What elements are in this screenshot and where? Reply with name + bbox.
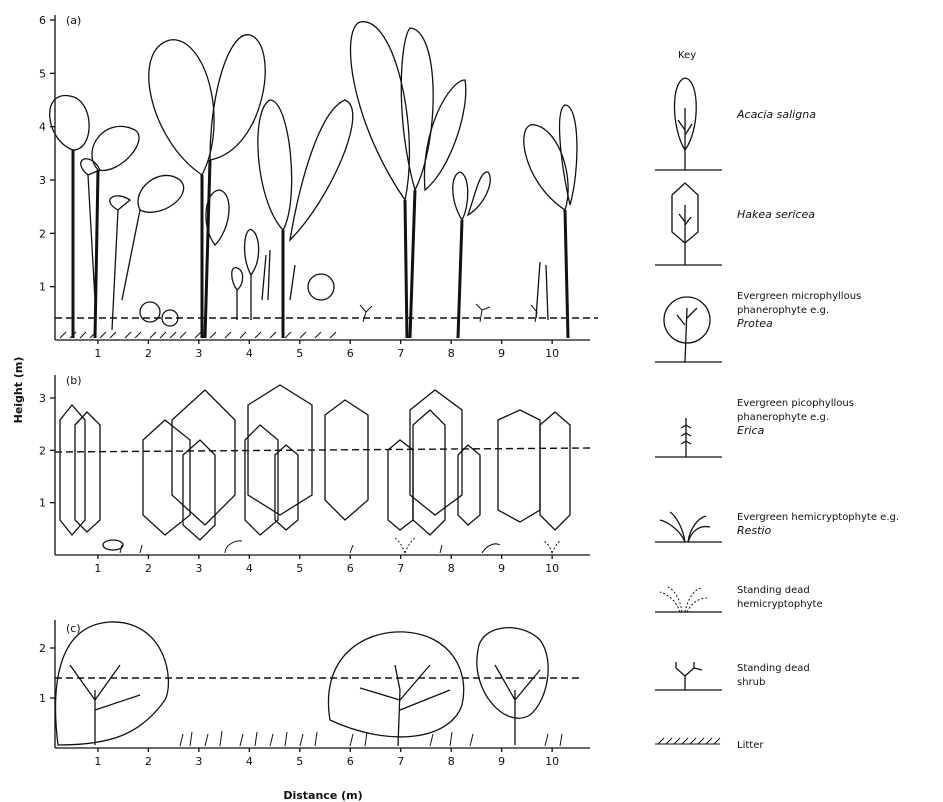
panel-a-xtick-label: 1	[94, 347, 101, 360]
panel-c-xtick-label: 9	[498, 755, 505, 768]
panel-c-xtick-label: 2	[145, 755, 152, 768]
panel-a-xtick-label: 7	[397, 347, 404, 360]
key-label-protea: phanerophyte e.g.	[737, 305, 829, 316]
panel-c-restio	[180, 731, 562, 746]
panel-a-litter	[60, 332, 336, 338]
panel-c-xtick-label: 4	[246, 755, 253, 768]
key-erica-symbol	[655, 418, 722, 457]
panel-b-ytick-label: 3	[39, 392, 46, 405]
key-dead-hemicryptophyte-symbol	[655, 587, 722, 612]
panel-b-xtick-label: 7	[397, 562, 404, 575]
panel-c-xtick-label: 10	[545, 755, 559, 768]
panel-b-dashed-line	[55, 448, 590, 452]
panel-c-xtick-label: 6	[347, 755, 354, 768]
panel-c-label: (c)	[66, 622, 81, 635]
panel-a-xtick-label: 2	[145, 347, 152, 360]
panel-c-xtick-label: 8	[448, 755, 455, 768]
panel-a-label: (a)	[66, 14, 81, 27]
key-dead-shrub-symbol	[655, 662, 722, 690]
key-label-acacia: Acacia saligna	[736, 108, 816, 121]
panel-b-xtick-label: 6	[347, 562, 354, 575]
key-title: Key	[678, 50, 696, 61]
panel-a: (a) 1 2 3 4 5 6 1 2 3 4 5 6 7 8 9 10	[39, 14, 598, 360]
key-label-erica: Erica	[737, 424, 765, 437]
x-axis-title: Distance (m)	[283, 789, 362, 802]
panel-a-xtick-label: 3	[195, 347, 202, 360]
key-acacia-symbol	[655, 78, 722, 170]
panel-a-ytick-label: 6	[39, 14, 46, 27]
key-hakea-symbol	[655, 183, 722, 265]
panel-b-dead-hemicryptophytes	[395, 538, 561, 553]
panel-c-protea-shrubs	[56, 622, 549, 746]
panel-b-xtick-label: 5	[296, 562, 303, 575]
panel-b-xtick-label: 1	[94, 562, 101, 575]
panel-b-xtick-label: 8	[448, 562, 455, 575]
panel-b-xtick-label: 3	[195, 562, 202, 575]
panel-c-xtick-label: 1	[94, 755, 101, 768]
panel-b-xtick-label: 9	[498, 562, 505, 575]
panel-b-xtick-label: 2	[145, 562, 152, 575]
key-label-erica: Evergreen picophyllous	[737, 398, 854, 409]
key-label-restio: Evergreen hemicryptophyte e.g.	[737, 512, 899, 523]
panel-b-ytick-label: 1	[39, 497, 46, 510]
panel-b-xtick-label: 4	[246, 562, 253, 575]
panel-c-ytick-label: 2	[39, 642, 46, 655]
panel-c-xtick-label: 7	[397, 755, 404, 768]
panel-b-xtick-label: 10	[545, 562, 559, 575]
panel-a-xtick-label: 8	[448, 347, 455, 360]
panel-c-xtick-label: 5	[296, 755, 303, 768]
panel-a-xtick-label: 6	[347, 347, 354, 360]
key-label-protea: Evergreen microphyllous	[737, 291, 861, 302]
key-label-dead-hemi: Standing dead	[737, 585, 810, 596]
key-protea-symbol	[655, 297, 722, 362]
panel-a-xtick-label: 5	[296, 347, 303, 360]
panel-a-erica-shrubs	[232, 229, 548, 320]
panel-a-ytick-label: 3	[39, 174, 46, 187]
panel-b-label: (b)	[66, 374, 82, 387]
key-label-dead-hemi: hemicryptophyte	[737, 599, 823, 610]
key-label-restio: Restio	[737, 524, 772, 537]
key-litter-symbol	[655, 738, 720, 744]
panel-a-ytick-label: 2	[39, 227, 46, 240]
panel-a-ytick-label: 5	[39, 67, 46, 80]
panel-a-xtick-label: 9	[498, 347, 505, 360]
panel-b-ytick-label: 2	[39, 444, 46, 457]
panel-a-xtick-label: 4	[246, 347, 253, 360]
key-label-dead-shrub: shrub	[737, 677, 765, 688]
panel-a-ytick-label: 4	[39, 121, 46, 134]
panel-b-protea	[103, 540, 123, 550]
y-axis-title: Height (m)	[12, 357, 25, 424]
panel-c-ytick-label: 1	[39, 692, 46, 705]
panel-a-ytick-label: 1	[39, 281, 46, 294]
panel-a-xtick-label: 10	[545, 347, 559, 360]
key-label-litter: Litter	[737, 740, 764, 751]
panel-a-acacia-trees	[50, 22, 577, 338]
panel-b: (b) 1 2 3 1 2 3 4 5 6 7 8 9 10	[39, 374, 590, 575]
panel-b-restio	[120, 541, 500, 553]
key-restio-symbol	[655, 512, 722, 542]
key-label-erica: phanerophyte e.g.	[737, 412, 829, 423]
key-label-hakea: Hakea sericea	[737, 208, 815, 221]
key-label-dead-shrub: Standing dead	[737, 663, 810, 674]
panel-a-dead-shrubs	[360, 304, 537, 322]
panel-b-hakea-trees	[60, 385, 570, 540]
panel-c-xtick-label: 3	[195, 755, 202, 768]
panel-c: (c) 1 2 1 2 3 4 5 6 7 8 9 10	[39, 620, 590, 768]
key: Key	[655, 50, 899, 751]
key-label-protea: Protea	[737, 317, 773, 330]
